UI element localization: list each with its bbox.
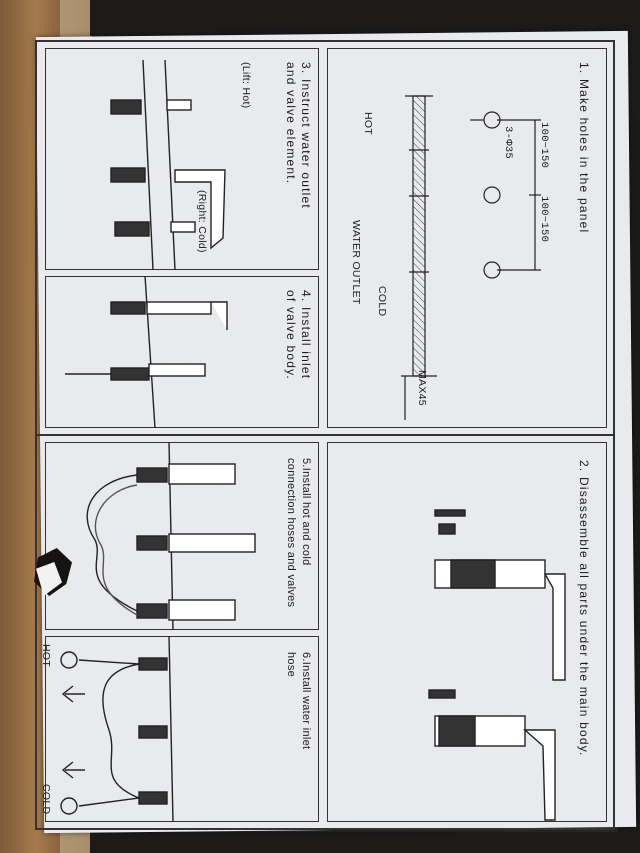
instruction-content: 1. Make holes in the panel 100~150 100~1… <box>35 40 615 830</box>
holes-diagram <box>401 95 541 420</box>
label-cold-inlet: COLD <box>40 784 52 815</box>
hoses-diagram <box>86 441 256 631</box>
inlet-hose-diagram <box>60 635 174 823</box>
foam-packing-bottom <box>90 832 640 853</box>
label-hot-inlet: HOT <box>40 644 52 668</box>
inlet-install-diagram <box>65 275 228 429</box>
disassembly-diagram <box>428 509 566 821</box>
valve-element-diagram <box>110 59 226 271</box>
foam-packing-top <box>90 0 640 36</box>
